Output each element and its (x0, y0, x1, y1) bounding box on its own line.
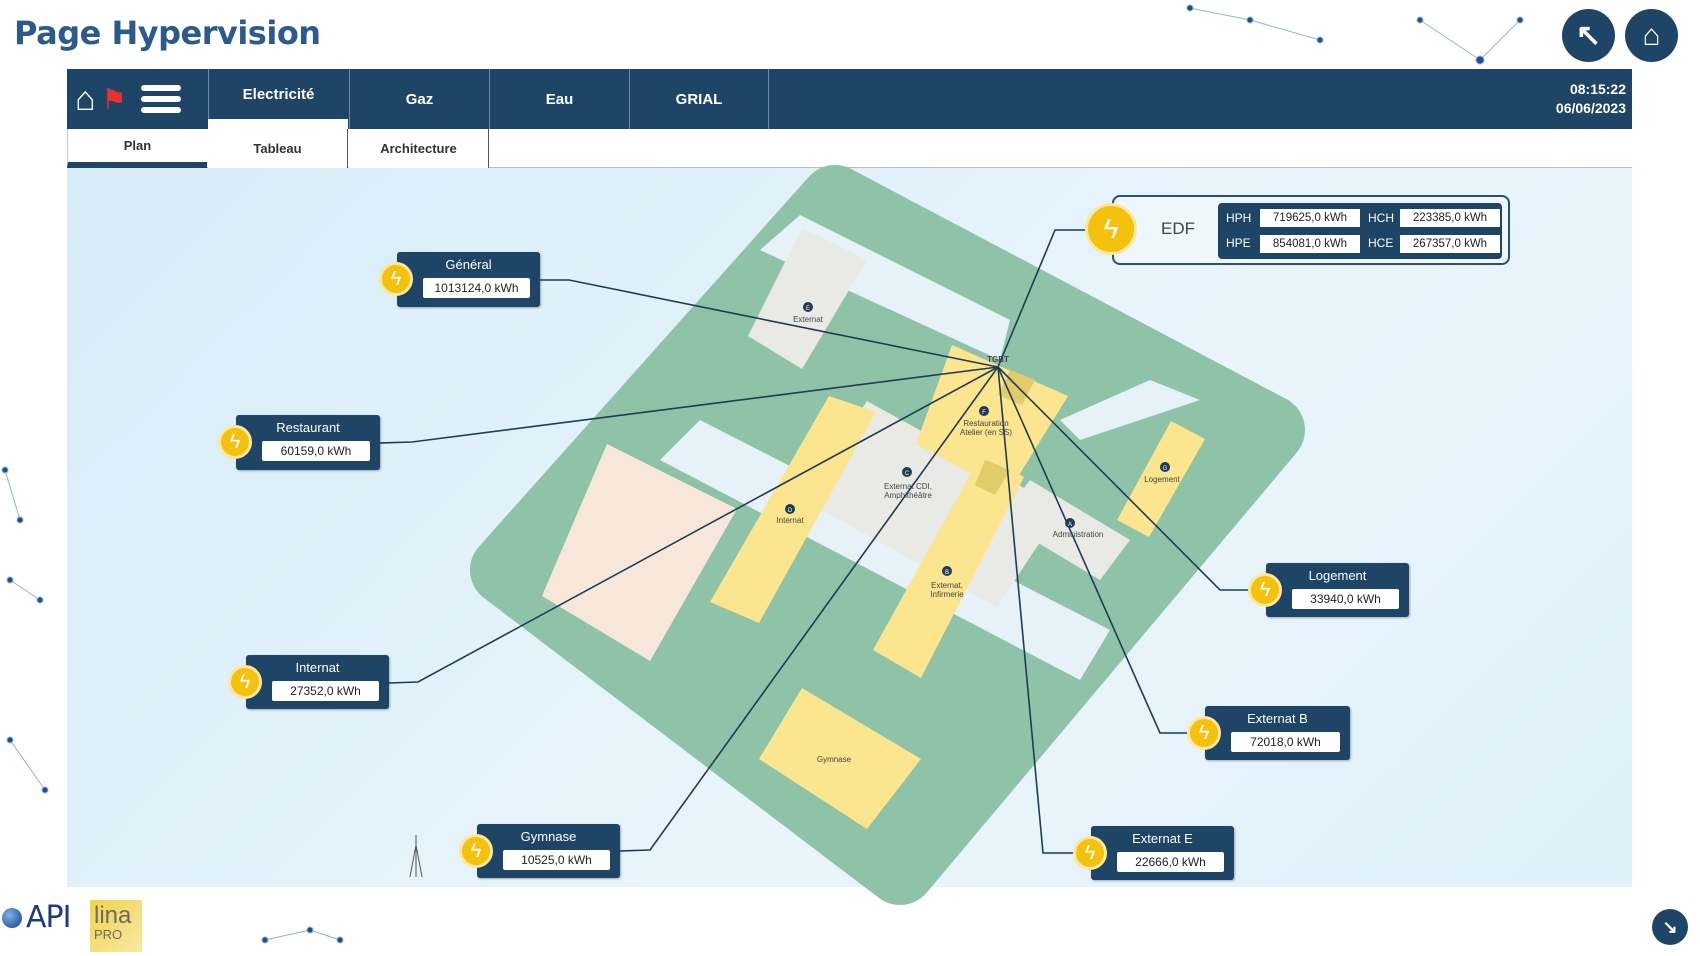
meter-name: Externat E (1132, 831, 1193, 846)
meter-value: 22666,0 kWh (1117, 852, 1224, 872)
subtab-architecture[interactable]: Architecture (349, 129, 489, 168)
map-markers (785, 302, 1170, 576)
lightning-icon[interactable]: ϟ (379, 262, 413, 296)
marker-c: C (905, 471, 910, 477)
meter-general[interactable]: Général 1013124,0 kWh (397, 252, 540, 307)
meter-value: 10525,0 kWh (503, 850, 610, 870)
time: 08:15:22 (1569, 81, 1626, 97)
meter-internat[interactable]: Internat 27352,0 kWh (246, 655, 389, 709)
building-shade (975, 460, 1010, 495)
meter-restaurant[interactable]: Restaurant 60159,0 kWh (236, 415, 380, 470)
meter-gymnase[interactable]: Gymnase 10525,0 kWh (477, 824, 620, 878)
marker-d: D (788, 508, 793, 514)
meter-name: Internat (295, 660, 340, 675)
expand-arrow-button[interactable]: ↘ (1652, 909, 1688, 945)
page-title: Page Hypervision (14, 14, 321, 52)
road (660, 420, 1110, 680)
hce-value: 267357,0 kWh (1400, 235, 1500, 253)
api-logo-text: API (26, 900, 71, 935)
meter-value: 1013124,0 kWh (423, 278, 530, 298)
label-infirmerie: Infirmerie (930, 590, 964, 599)
menu-icon[interactable] (140, 85, 181, 113)
meter-name: Restaurant (276, 420, 340, 435)
meter-externat-b[interactable]: Externat B 72018,0 kWh (1205, 706, 1350, 760)
lightning-icon[interactable]: ϟ (218, 425, 252, 459)
hch-value: 223385,0 kWh (1400, 209, 1500, 227)
meter-value: 27352,0 kWh (272, 681, 379, 701)
marker-f: F (982, 410, 986, 416)
subtab-plan[interactable]: Plan (67, 129, 207, 168)
label-tgbt: TGBT (987, 355, 1009, 364)
clock: 08:15:22 06/06/2023 (1556, 80, 1626, 118)
lightning-icon[interactable]: ϟ (1085, 203, 1137, 255)
label-administration: Administration (1053, 530, 1104, 539)
building (542, 444, 737, 661)
api-logo: API (2, 900, 71, 935)
marker-g: G (1163, 466, 1168, 472)
building-gymnase (759, 688, 921, 829)
label-atelier: Atelier (en SS) (960, 428, 1012, 437)
hch-label: HCH (1368, 211, 1394, 225)
meter-value: 72018,0 kWh (1231, 732, 1340, 752)
lightning-icon[interactable]: ϟ (1248, 573, 1282, 607)
tab-electricite[interactable]: Electricité (208, 69, 348, 119)
home-button[interactable]: ⌂ (1625, 9, 1678, 62)
meter-value: 33940,0 kWh (1292, 589, 1399, 609)
building-externat-cdi (802, 401, 1062, 607)
hph-label: HPH (1226, 211, 1252, 225)
marker-a: A (1068, 522, 1072, 528)
tab-gaz[interactable]: Gaz (349, 69, 489, 129)
label-externat-cdi: Externat CDI, (884, 482, 932, 491)
hpe-value: 854081,0 kWh (1260, 235, 1360, 253)
label-logement: Logement (1144, 475, 1180, 484)
lightning-icon[interactable]: ϟ (1187, 716, 1221, 750)
flag-icon[interactable]: ⚑ (101, 83, 127, 115)
lina-text: lina (94, 902, 132, 929)
edf-values: HPH 719625,0 kWh HCH 223385,0 kWh HPE 85… (1218, 203, 1502, 259)
label-restauration: Restauration (963, 419, 1008, 428)
marker-b: B (945, 570, 949, 576)
meter-name: Gymnase (520, 829, 577, 844)
meter-value: 60159,0 kWh (262, 441, 370, 461)
label-externat-b: Externat, (931, 581, 963, 590)
meter-name: Général (445, 257, 492, 272)
label-gymnase: Gymnase (817, 755, 852, 764)
lina-pro-logo: lina PRO (90, 900, 142, 952)
marker-e: E (806, 306, 810, 312)
antenna-icon (409, 835, 423, 878)
meter-logement[interactable]: Logement 33940,0 kWh (1266, 563, 1409, 617)
label-externat: Externat (793, 315, 824, 324)
edf-panel: EDF HPH 719625,0 kWh HCH 223385,0 kWh HP… (1112, 195, 1510, 265)
meter-externat-e[interactable]: Externat E 22666,0 kWh (1091, 826, 1234, 880)
building-administration (1000, 480, 1130, 580)
pro-text: PRO (94, 927, 123, 942)
active-tab-indicator (208, 119, 348, 129)
tab-grial[interactable]: GRIAL (629, 69, 769, 129)
hce-label: HCE (1368, 236, 1394, 250)
date: 06/06/2023 (1555, 100, 1626, 116)
building-externat-e (748, 228, 867, 369)
meter-name: Logement (1308, 568, 1367, 583)
lightning-icon[interactable]: ϟ (459, 834, 493, 868)
label-internat: Internat (776, 516, 804, 525)
back-arrow-button[interactable]: ↖ (1562, 9, 1615, 62)
lightning-icon[interactable]: ϟ (228, 665, 262, 699)
label-amphitheatre: Amphithéâtre (884, 491, 932, 500)
edf-label: EDF (1161, 219, 1195, 238)
hph-value: 719625,0 kWh (1260, 209, 1360, 227)
home-icon[interactable]: ⌂ (75, 80, 96, 118)
hpe-label: HPE (1226, 236, 1251, 250)
subtab-tableau[interactable]: Tableau (208, 129, 348, 168)
lightning-icon[interactable]: ϟ (1073, 836, 1107, 870)
meter-name: Externat B (1247, 711, 1308, 726)
building-shade (998, 370, 1035, 405)
road (1060, 380, 1200, 440)
tab-eau[interactable]: Eau (489, 69, 629, 129)
